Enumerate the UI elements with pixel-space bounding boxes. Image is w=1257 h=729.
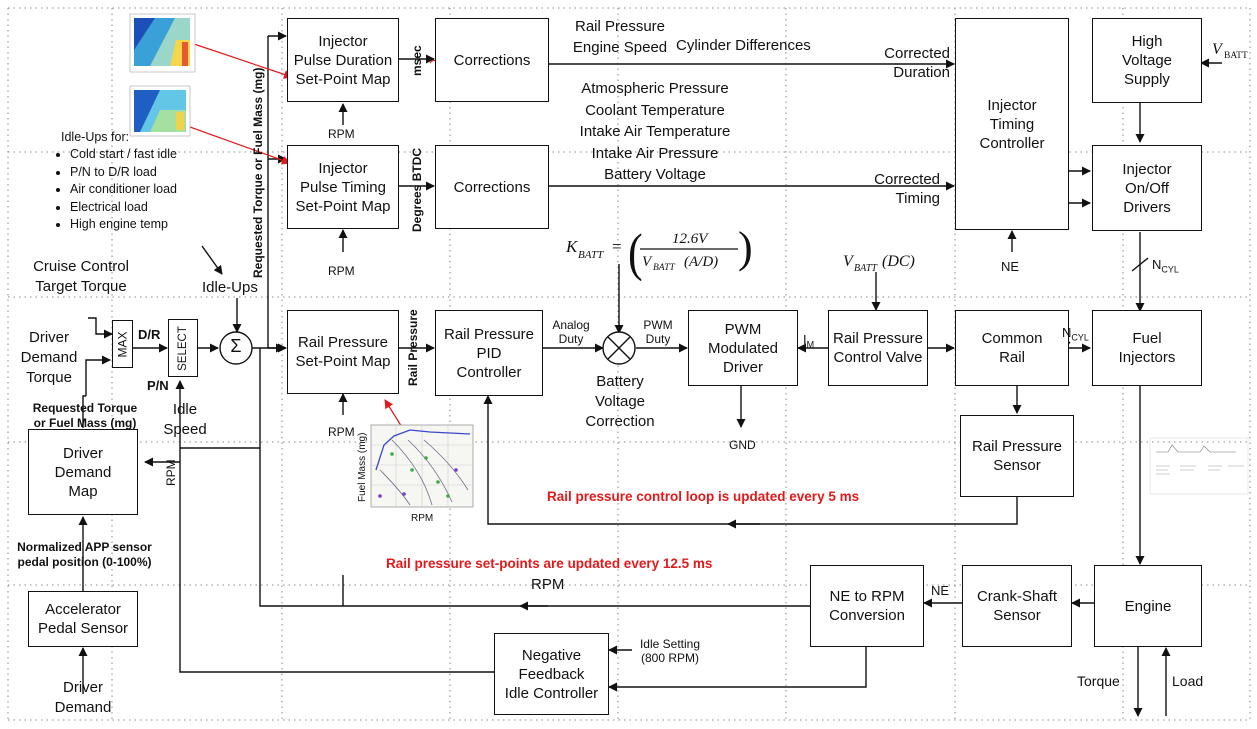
fuel-injectors: Fuel Injectors [1092,310,1202,386]
svg-text:=: = [612,237,622,256]
timing-reference-thumbnail [1149,437,1249,495]
rail-pressure-pid-controller: Rail Pressure PID Controller [435,310,543,396]
crank-shaft-sensor: Crank-Shaft Sensor [962,565,1072,647]
rail-pressure-sensor: Rail Pressure Sensor [960,415,1074,497]
label-pn: P/N [147,378,169,393]
label-rpm-left: RPM [164,459,178,486]
rail-pressure-setpoint-map: Rail Pressure Set-Point Map [287,310,399,394]
summation-symbol: Σ [230,336,242,356]
kbatt-sub: BATT [578,249,604,261]
svg-text:(: ( [628,223,643,282]
timing-map-thumbnail [129,85,191,137]
injector-timing-controller: Injector Timing Controller [955,18,1069,230]
label-battery-voltage-correction: Battery Voltage Correction [585,373,655,430]
label-dr: D/R [138,327,161,342]
label-cylinder-differences: Cylinder Differences [676,37,811,54]
svg-text:): ) [738,223,753,272]
label-ne-top: NE [1001,259,1020,274]
label-rpm-bottom: RPM [531,576,565,593]
idle-ups-item: Cold start / fast idle [70,146,177,164]
idle-ups-item: P/N to D/R load [70,164,177,182]
label-idle-speed: Idle Speed [163,401,207,438]
label-pwm-duty: PWM Duty [643,318,673,346]
note-setpoints-12-5ms: Rail pressure set-points are updated eve… [386,556,713,571]
label-requested-torque-left: Requested Torque or Fuel Mass (mg) [32,401,138,430]
label-correction-inputs: Atmospheric Pressure Coolant Temperature… [579,80,731,183]
kbatt-k: K [565,237,579,256]
label-idle-ups-for: Idle-Ups for: [61,130,130,144]
label-rpm-3: RPM [328,425,355,439]
vbatt-dc: V BATT (DC) [843,253,915,274]
label-degrees-btdc: Degrees BTDC [410,147,424,232]
injector-on-off-drivers: Injector On/Off Drivers [1092,145,1202,231]
common-rail: Common Rail [955,310,1069,386]
label-im: IM [803,332,815,350]
label-ne-bottom: NE [931,583,950,598]
select-block: SELECT [168,319,198,377]
label-corrected-timing: Corrected Timing [874,171,940,207]
label-rail-engine-speed: Rail Pressure Engine Speed [572,18,668,56]
svg-text:V: V [843,253,855,270]
svg-text:V: V [1212,41,1224,58]
note-control-loop-5ms: Rail pressure control loop is updated ev… [547,489,860,504]
corrections-timing: Corrections [435,145,549,229]
label-normalized-app: Normalized APP sensor pedal position (0-… [17,540,152,569]
label-torque: Torque [1077,673,1120,689]
label-load: Load [1172,673,1204,689]
accelerator-pedal-sensor: Accelerator Pedal Sensor [28,591,138,647]
label-rpm-1: RPM [328,127,355,141]
label-chart-xlabel: RPM [411,513,434,524]
label-analog-duty: Analog Duty [552,318,590,346]
rail-pressure-control-valve: Rail Pressure Control Valve [828,310,928,386]
idle-ups-item: Air conditioner load [70,181,177,199]
label-msec: msec [410,45,424,76]
svg-text:BATT: BATT [1224,51,1248,61]
idle-ups-list: Cold start / fast idle P/N to D/R load A… [58,146,177,234]
svg-text:BATT: BATT [854,263,878,274]
idle-ups-item: High engine temp [70,216,177,234]
select-label: SELECT [176,325,189,371]
max-block: MAX [112,320,133,368]
kbatt-den: V [642,254,653,270]
idle-ups-item: Electrical load [70,199,177,217]
label-ncyl-mid: NCYL [1062,325,1089,343]
kbatt-den-tail: (A/D) [684,254,718,270]
label-corrected-duration: Corrected Duration [884,45,950,81]
label-idle-ups: Idle-Ups [202,279,258,296]
pwm-modulated-driver: PWM Modulated Driver [688,310,798,386]
kbatt-formula: K BATT = ( 12.6V V BATT (A/D) ) [565,223,753,282]
max-label: MAX [115,330,130,358]
corrections-duration: Corrections [435,18,549,102]
svg-text:(DC): (DC) [882,253,915,270]
label-ncyl-top: NCYL [1152,257,1179,275]
kbatt-numerator: 12.6V [672,231,709,247]
rail-pressure-chart-thumbnail [370,424,474,508]
kbatt-den-sub: BATT [653,263,676,273]
high-voltage-supply: High Voltage Supply [1092,18,1202,103]
injector-pulse-duration-map: Injector Pulse Duration Set-Point Map [287,18,399,102]
duration-map-thumbnail [129,13,196,73]
negative-feedback-idle-controller: Negative Feedback Idle Controller [494,633,609,715]
label-chart-ylabel: Fuel Mass (mg) [357,432,368,502]
label-driver-demand-torque: Driver Demand Torque [20,329,78,386]
engine: Engine [1094,565,1202,647]
label-requested-torque-vertical: Requested Torque or Fuel Mass (mg) [251,67,265,278]
label-cruise-control: Cruise Control Target Torque [33,258,129,295]
ne-to-rpm-conversion: NE to RPM Conversion [810,565,924,647]
label-gnd: GND [729,438,756,452]
driver-demand-map: Driver Demand Map [28,429,138,515]
label-rpm-2: RPM [328,264,355,278]
label-idle-setting: Idle Setting (800 RPM) [639,637,701,665]
label-rail-pressure-vertical: Rail Pressure [406,309,420,386]
vbatt-label: V BATT [1212,41,1248,61]
injector-pulse-timing-map: Injector Pulse Timing Set-Point Map [287,145,399,229]
label-driver-demand: Driver Demand [54,679,112,716]
